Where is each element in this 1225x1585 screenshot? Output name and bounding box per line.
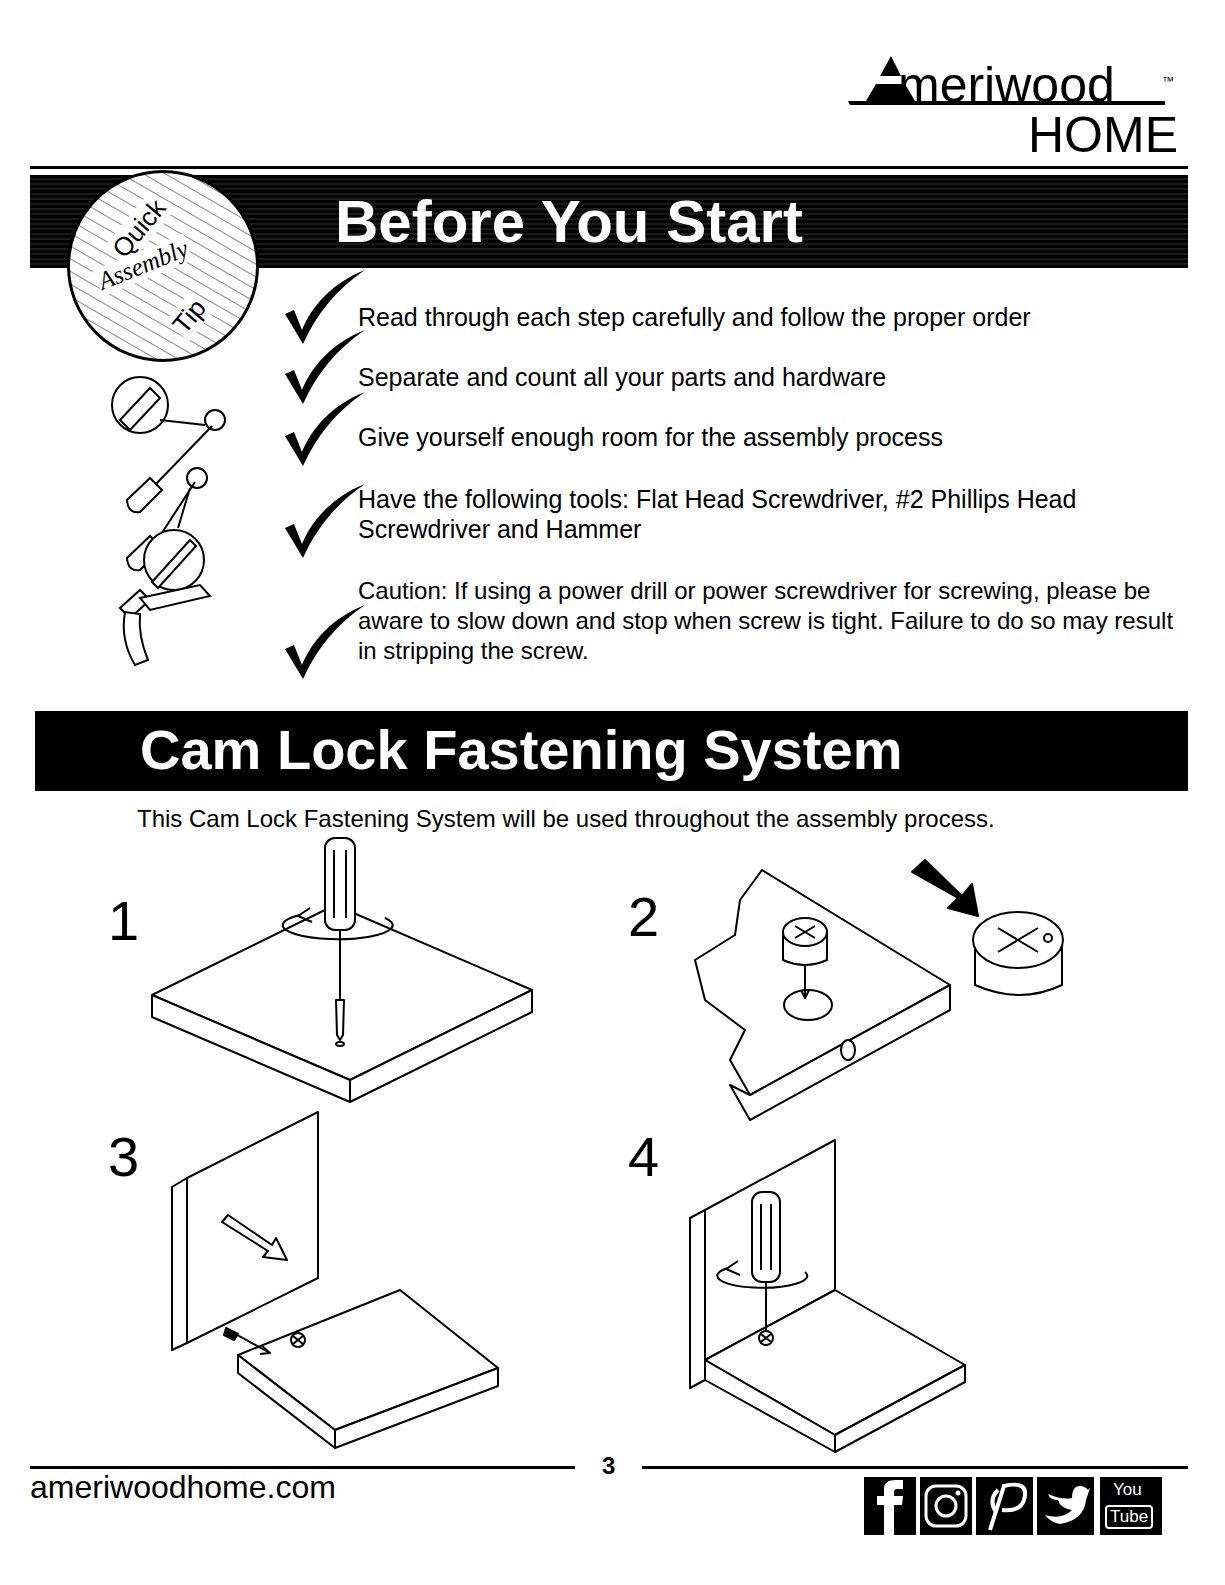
intro-text: This Cam Lock Fastening System will be u… [137, 805, 1137, 833]
step-number: 3 [108, 1124, 139, 1189]
checklist-item: Have the following tools: Flat Head Scre… [358, 484, 1158, 544]
icon-word: Tube [1105, 1505, 1153, 1529]
section-heading: Cam Lock Fastening System [140, 717, 902, 782]
trademark: ™ [1162, 74, 1174, 88]
checklist-item: Read through each step carefully and fol… [358, 302, 1188, 332]
checklist-item: Separate and count all your parts and ha… [358, 362, 1188, 392]
page-number: 3 [602, 1452, 615, 1480]
section-band: Cam Lock Fastening System [35, 711, 1188, 791]
brand-name: meriwood [898, 56, 1115, 114]
step-number: 2 [628, 884, 659, 949]
badge-word: Tip [165, 292, 214, 342]
website-url: ameriwoodhome.com [30, 1469, 336, 1506]
caution-note: Caution: If using a power drill or power… [358, 576, 1178, 666]
icon-word: You [1113, 1480, 1142, 1500]
brand-name: HOME [1028, 106, 1178, 164]
tip-badge: QuickAssemblyTip [67, 170, 259, 362]
step-number: 1 [108, 888, 139, 953]
section-heading: Before You Start [335, 187, 803, 256]
youtube-icon: YouTube [1100, 1477, 1162, 1535]
step-number: 4 [628, 1124, 659, 1189]
checklist-item: Give yourself enough room for the assemb… [358, 422, 1188, 452]
